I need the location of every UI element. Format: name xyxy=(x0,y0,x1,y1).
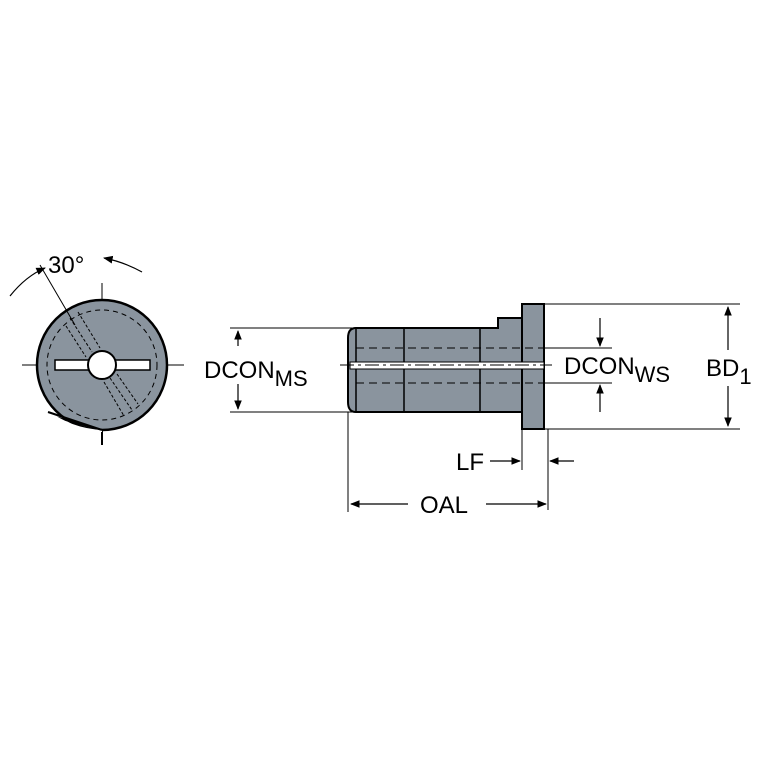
oal-label: OAL xyxy=(420,492,468,519)
dcon-ws-main: DCON xyxy=(564,353,635,380)
end-view-inner-circle xyxy=(46,309,158,421)
dcon-ms-label: DCONMS xyxy=(204,357,308,391)
dcon-ms-main: DCON xyxy=(204,357,275,384)
lf-label: LF xyxy=(456,449,484,476)
side-view: DCONMS DCONWS BD1 LF OAL xyxy=(200,303,764,519)
bd1-sub: 1 xyxy=(739,364,751,389)
angle-reference-line xyxy=(39,264,76,326)
dcon-ms-sub: MS xyxy=(275,366,308,391)
dcon-ws-label: DCONWS xyxy=(564,353,670,387)
angle-arc-right xyxy=(103,255,143,273)
angle-label: 30° xyxy=(48,252,84,279)
angle-arc-left xyxy=(9,267,46,297)
dcon-ws-sub: WS xyxy=(635,362,670,387)
bd1-label: BD1 xyxy=(706,355,752,389)
screw-thread-lower xyxy=(103,373,139,417)
end-view: 30° xyxy=(9,252,184,445)
end-view-bore xyxy=(87,350,117,380)
bd1-main: BD xyxy=(706,355,739,382)
